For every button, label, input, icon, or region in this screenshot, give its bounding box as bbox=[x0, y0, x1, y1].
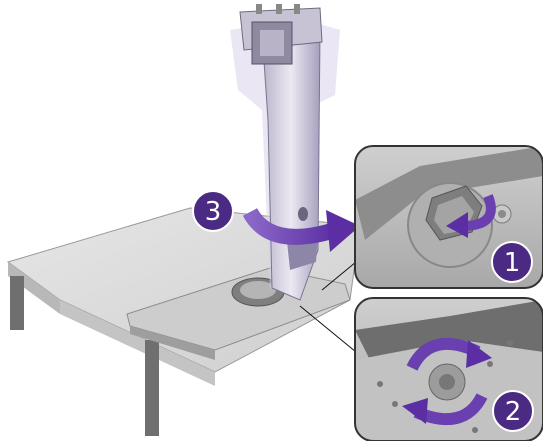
step-badge: 2 bbox=[492, 390, 534, 432]
connector-line bbox=[299, 305, 357, 353]
counterclockwise-rotate-icon bbox=[402, 338, 492, 426]
step-badge: 3 bbox=[192, 190, 234, 232]
step-label: 1 bbox=[504, 248, 521, 278]
step-label: 3 bbox=[205, 197, 222, 227]
detail-inset-step-2: 2 bbox=[354, 297, 543, 441]
connector-line bbox=[321, 261, 357, 291]
detail-inset-step-1: 1 bbox=[354, 145, 543, 289]
rotate-arrow-icon bbox=[446, 194, 496, 238]
step-label: 2 bbox=[505, 397, 522, 427]
table-leg bbox=[10, 276, 24, 330]
curved-arrow-icon bbox=[242, 207, 360, 252]
table-leg bbox=[145, 340, 159, 436]
step-badge: 1 bbox=[491, 241, 533, 283]
